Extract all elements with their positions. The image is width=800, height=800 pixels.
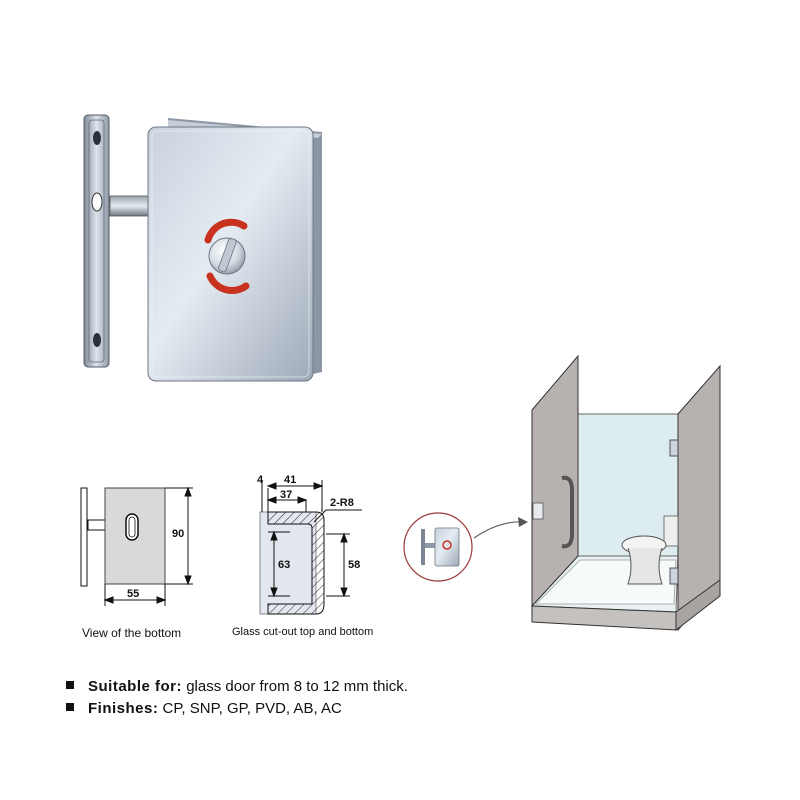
spec-finishes: Finishes: CP, SNP, GP, PVD, AB, AC <box>66 700 342 717</box>
toilet-icon <box>621 515 679 585</box>
cutout-caption: Glass cut-out top and bottom <box>232 626 374 638</box>
spec-suitable-for: Suitable for: glass door from 8 to 12 mm… <box>66 678 408 695</box>
strike-plate <box>83 114 110 368</box>
spec-value: glass door from 8 to 12 mm thick. <box>186 678 408 695</box>
spec-value: CP, SNP, GP, PVD, AB, AC <box>162 700 342 717</box>
bullet-square-icon <box>66 681 74 690</box>
bolt-pin <box>109 195 153 217</box>
bullet-square-icon <box>66 703 74 712</box>
spec-label: Suitable for: <box>88 678 183 695</box>
lock-zoom-inset <box>403 512 528 582</box>
dim-58: 58 <box>348 559 360 571</box>
dim-2-r8: 2-R8 <box>330 497 354 509</box>
spec-label: Finishes: <box>88 700 159 717</box>
occupancy-indicator <box>204 218 250 294</box>
dim-4: 4 <box>257 474 264 486</box>
dim-37: 37 <box>280 489 292 501</box>
bottom-view-caption: View of the bottom <box>82 626 182 640</box>
product-lock-illustration <box>83 114 322 382</box>
thumb-turn-knob <box>208 237 246 275</box>
cubicle-illustration <box>530 354 721 632</box>
dim-63: 63 <box>278 559 290 571</box>
dim-41: 41 <box>284 474 296 486</box>
dim-90: 90 <box>172 528 184 540</box>
bottom-view-drawing <box>80 486 193 606</box>
dim-55: 55 <box>127 588 139 600</box>
glass-cutout-drawing <box>259 480 362 615</box>
